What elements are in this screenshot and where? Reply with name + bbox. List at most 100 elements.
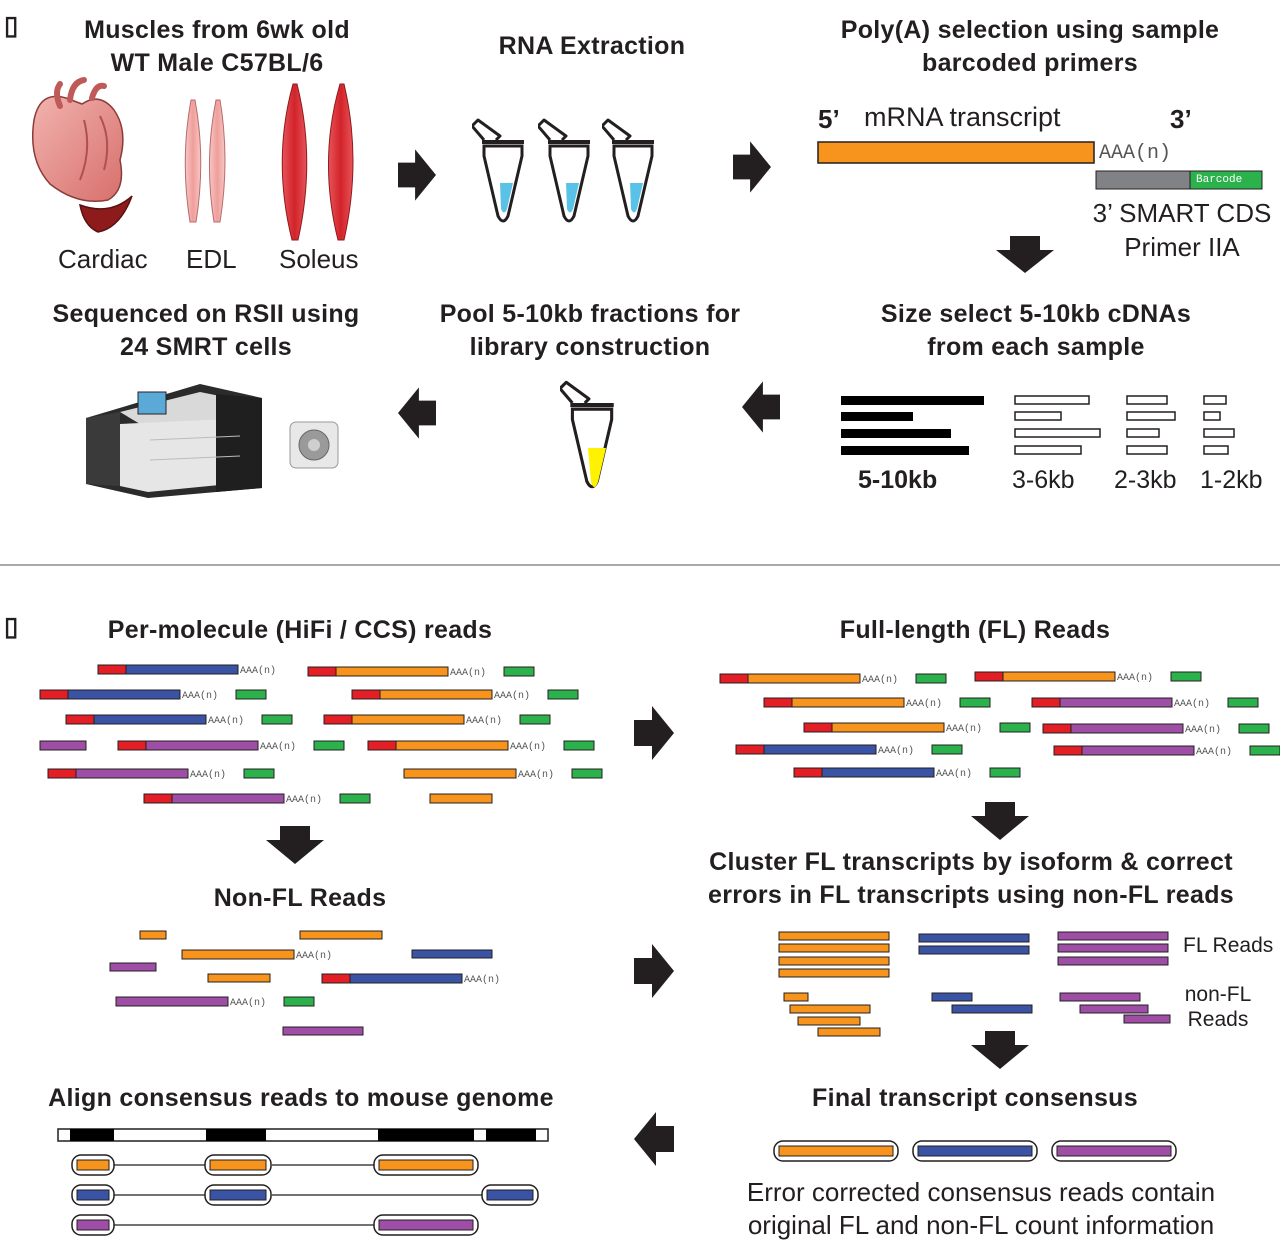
fl-reads-legend: FL Reads <box>1183 934 1274 957</box>
five-prime-adapter <box>97 664 127 675</box>
polya-tag: AAA(n) <box>1174 698 1210 710</box>
size-fraction-1-2kb <box>1203 395 1235 455</box>
tube-icon <box>538 118 592 223</box>
five-prime-adapter <box>719 673 749 684</box>
arrow-right-icon <box>634 706 674 760</box>
polya-tag: AAA(n) <box>182 690 218 702</box>
cluster-non-fl-read <box>783 992 809 1002</box>
barcode-segment <box>519 714 551 725</box>
cluster-fl-read <box>918 945 1030 955</box>
polya-tag: AAA(n) <box>518 769 554 781</box>
barcode-segment <box>959 697 991 708</box>
five-prime-adapter <box>793 767 823 778</box>
arrow-down-icon <box>266 826 324 864</box>
read-body <box>181 949 295 960</box>
read-body <box>831 722 945 733</box>
mrna-transcript-bar <box>817 141 1095 164</box>
consensus-orange-fill <box>778 1145 894 1157</box>
barcode-segment <box>283 996 315 1007</box>
arrow-down-icon <box>971 802 1029 840</box>
aligned-exon-fill <box>378 1219 474 1231</box>
polya-tag: AAA(n) <box>906 698 942 710</box>
five-prime-adapter <box>117 740 147 751</box>
read-body <box>299 930 383 940</box>
read-body <box>171 793 285 804</box>
five-prime-adapter <box>321 973 351 984</box>
panel-a-marker: ▯ <box>4 10 19 40</box>
five-prime-adapter <box>1042 723 1072 734</box>
polya-tag: AAA(n) <box>296 950 332 962</box>
polya-tag: AAA(n) <box>936 768 972 780</box>
read-body <box>351 714 465 725</box>
aligned-exon-fill <box>76 1219 110 1231</box>
cluster-non-fl-read <box>789 1004 871 1014</box>
genome-exon <box>486 1129 536 1141</box>
polya-tag: AAA(n) <box>208 715 244 727</box>
cluster-non-fl-read <box>1059 992 1141 1002</box>
arrow-down-icon <box>971 1031 1029 1069</box>
barcode-segment <box>261 714 293 725</box>
fl-reads-title: Full-length (FL) Reads <box>839 616 1111 644</box>
polya-tag: AAA(n) <box>466 715 502 727</box>
read-body <box>395 740 509 751</box>
barcode-segment <box>1227 697 1259 708</box>
consensus-blue-fill <box>917 1145 1033 1157</box>
read-body <box>429 793 493 804</box>
panel-b-graphics: AAA(n) AAA(n) AAA(n) AAA(n) AAA(n) AAA(n) AAA(… <box>39 664 1280 1236</box>
cluster-fl-read <box>778 956 890 966</box>
five-prime-adapter <box>367 740 397 751</box>
read-body <box>1002 671 1116 682</box>
polya-tag: AAA(n) <box>510 741 546 753</box>
read-body <box>763 744 877 755</box>
cluster-fl-read <box>1057 956 1169 966</box>
polya-tag: AAA(n) <box>494 690 530 702</box>
five-prime-label: 5’ <box>818 104 840 134</box>
five-prime-adapter <box>47 768 77 779</box>
barcode-segment <box>243 768 275 779</box>
genome-bar <box>57 1128 549 1142</box>
arrow-right-icon <box>733 141 771 193</box>
genome-exon <box>206 1129 266 1141</box>
cluster-fl-read <box>778 931 890 941</box>
polya-tag: AAA(n) <box>946 723 982 735</box>
rna-extraction-title: RNA Extraction <box>498 32 686 60</box>
genome-exon <box>70 1129 114 1141</box>
pool-title: Pool 5-10kb fractions for library constr… <box>439 300 741 361</box>
final-consensus-title: Final transcript consensus <box>812 1084 1138 1112</box>
muscles-title: Muscles from 6wk old WT Male C57BL/6 <box>84 16 350 77</box>
edl-label: EDL <box>186 244 237 274</box>
polya-tag: AAA(n) <box>190 769 226 781</box>
aligned-exon-fill <box>486 1189 534 1201</box>
cluster-non-fl-read <box>797 1016 861 1026</box>
polya-tag: AAA(n) <box>1185 724 1221 736</box>
polya-tag: AAA(n) <box>464 974 500 986</box>
align-title: Align consensus reads to mouse genome <box>48 1084 554 1112</box>
fraction-label-1-2kb: 1-2kb <box>1200 466 1263 494</box>
size-fraction-5-10kb <box>841 396 984 455</box>
read-body <box>379 689 493 700</box>
panel-b-marker: ▯ <box>4 611 19 641</box>
barcode-segment <box>563 740 595 751</box>
non-fl-reads-title: Non-FL Reads <box>213 884 387 912</box>
read-body <box>411 949 493 959</box>
rna-tubes <box>472 118 656 223</box>
read-body <box>139 930 167 940</box>
arrow-down-icon <box>996 236 1054 273</box>
heart-icon <box>31 77 133 233</box>
cluster-non-fl-read <box>931 992 973 1002</box>
read-body <box>403 768 517 779</box>
five-prime-adapter <box>803 722 833 733</box>
primer-label: 3’ SMART CDS Primer IIA <box>1092 198 1272 262</box>
polya-tag: AAA(n) <box>878 745 914 757</box>
cluster-non-fl-read <box>817 1027 881 1037</box>
cluster-title: Cluster FL transcripts by isoform & corr… <box>708 848 1234 909</box>
fraction-label-3-6kb: 3-6kb <box>1012 466 1075 494</box>
five-prime-adapter <box>763 697 793 708</box>
read-body <box>1059 697 1173 708</box>
aligned-exon-fill <box>209 1189 267 1201</box>
cluster-fl-read <box>1057 943 1169 953</box>
aligned-exon-fill <box>76 1159 110 1171</box>
aligned-exon-fill <box>378 1159 474 1171</box>
barcode-segment <box>1238 723 1270 734</box>
